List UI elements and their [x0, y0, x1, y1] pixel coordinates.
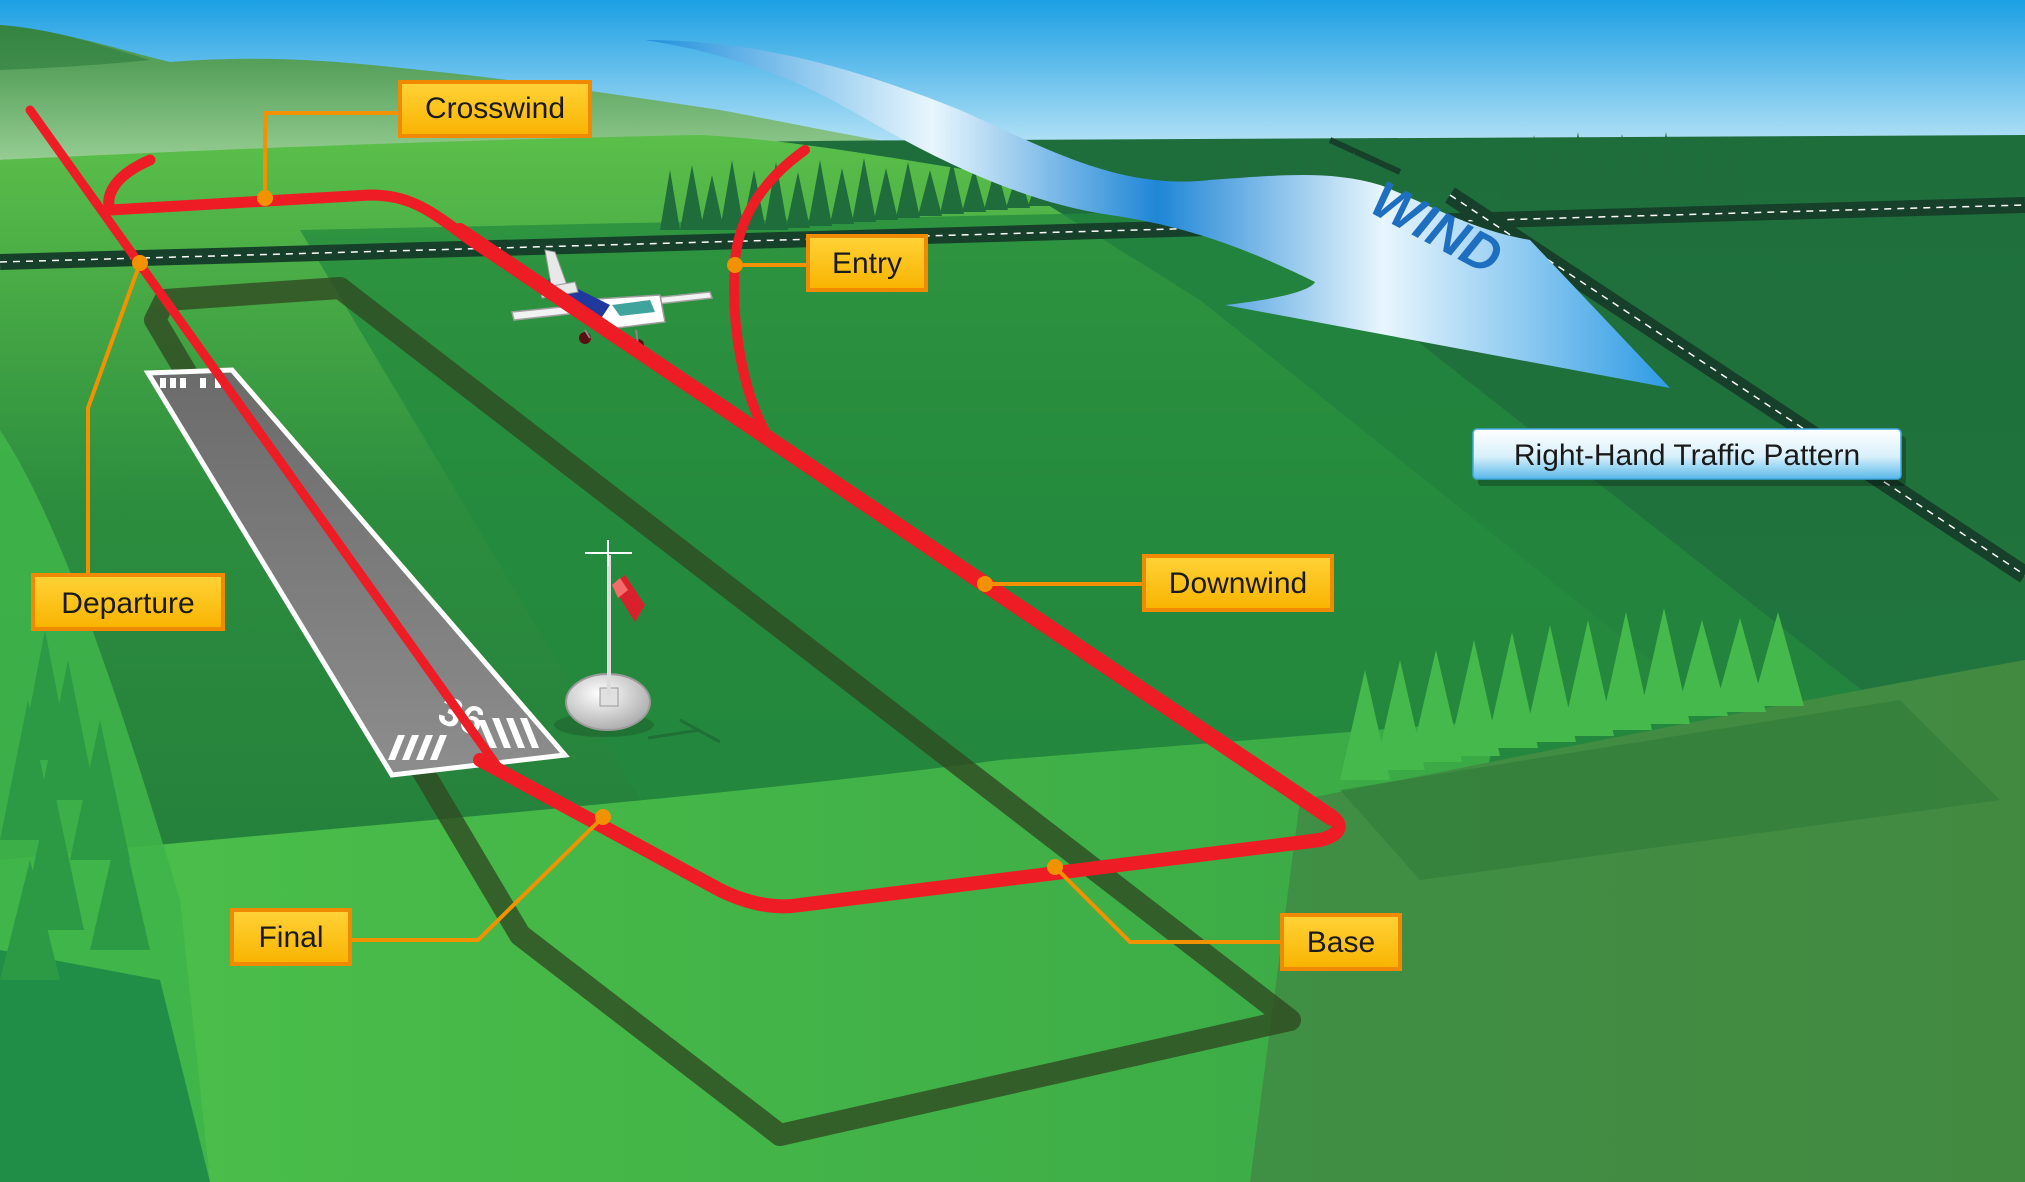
windsock: [554, 540, 721, 744]
callout-entry: Entry: [806, 234, 928, 292]
callout-dots: [132, 190, 1063, 875]
callout-downwind: Downwind: [1142, 554, 1334, 612]
title-badge-text: Right-Hand Traffic Pattern: [1514, 439, 1860, 472]
distant-hill-shade: [0, 25, 150, 70]
left-slope-dark: [0, 950, 210, 1182]
departure-leg: [25, 105, 505, 775]
taxiway-loop: [144, 277, 1301, 1146]
label-entry: Entry: [832, 247, 902, 280]
traffic-pattern: [25, 105, 1346, 914]
callout-final: Final: [230, 908, 352, 966]
label-crosswind: Crosswind: [425, 92, 565, 125]
tree-shadows-right: [1340, 700, 2000, 880]
label-final: Final: [258, 921, 323, 954]
callout-crosswind: Crosswind: [398, 80, 592, 138]
downwind-leg: [453, 223, 1346, 914]
callout-leaders: [86, 111, 1282, 944]
label-departure: Departure: [61, 587, 194, 620]
crosswind-leg: [103, 154, 1336, 826]
callout-departure: Departure: [31, 573, 225, 631]
tree-line-left: [0, 630, 150, 980]
label-downwind: Downwind: [1169, 567, 1307, 600]
title-badge: Right-Hand Traffic Pattern: [1472, 428, 1906, 486]
callout-base: Base: [1280, 913, 1402, 971]
tree-line-right: [1340, 608, 1804, 780]
label-base: Base: [1307, 926, 1375, 959]
